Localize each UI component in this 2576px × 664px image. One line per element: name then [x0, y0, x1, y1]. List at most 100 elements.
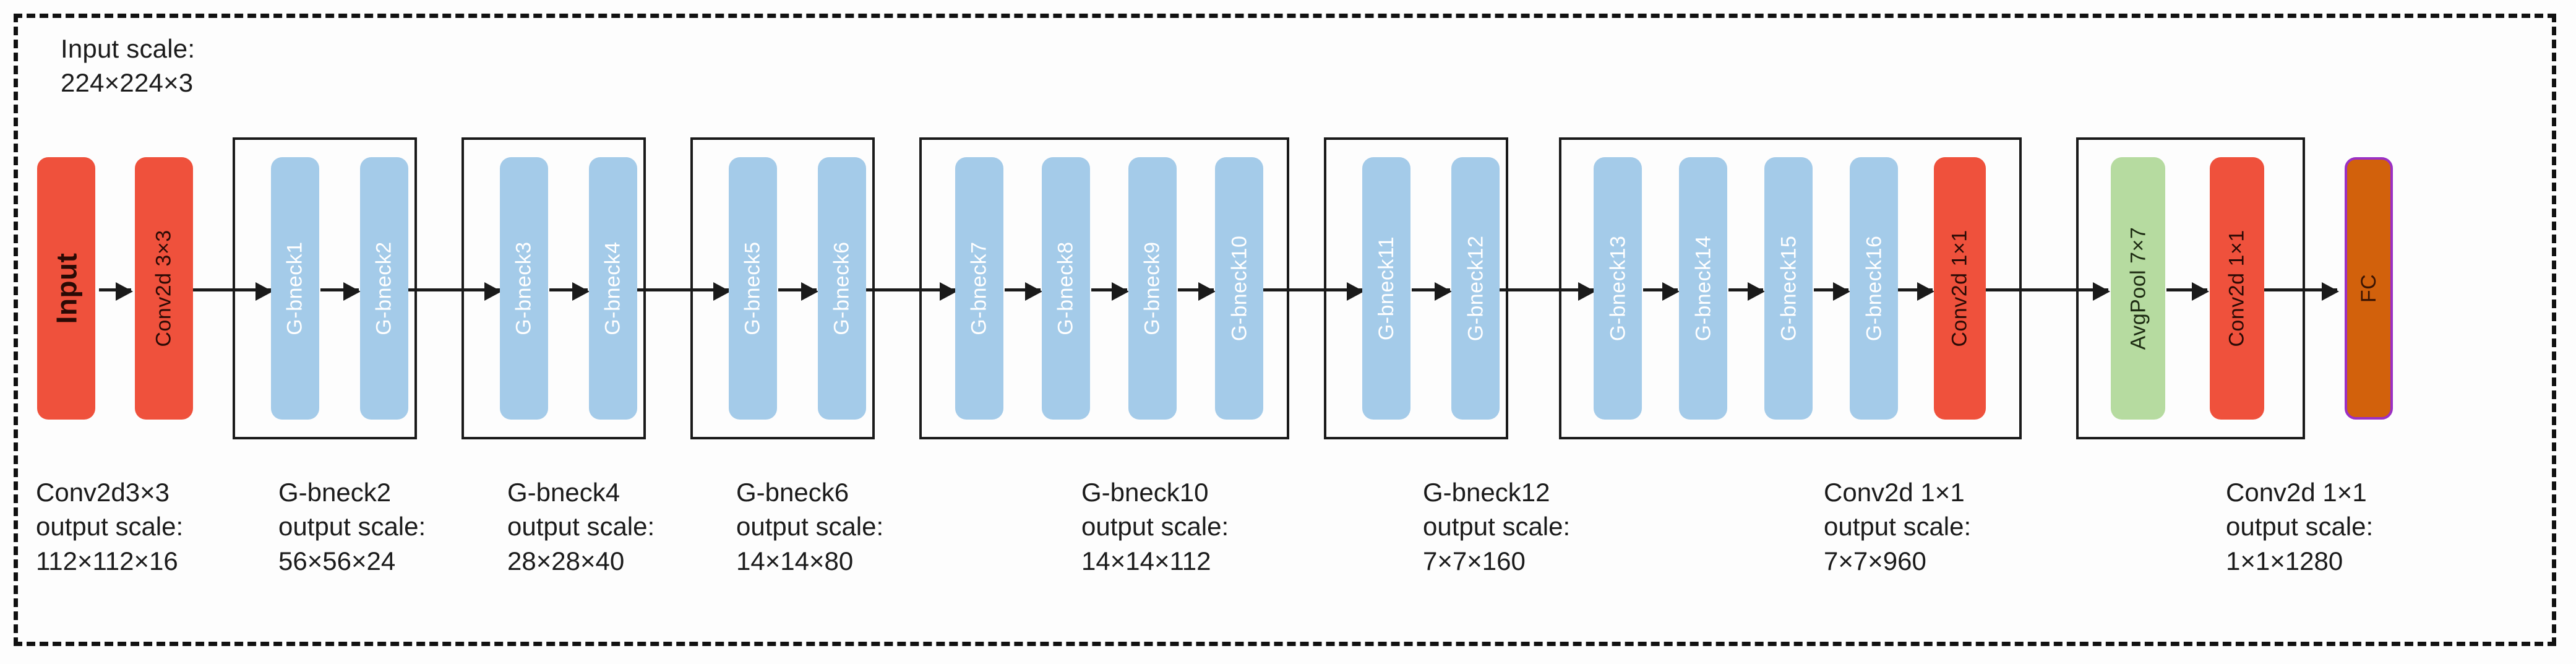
- block-gbneck16-label: G-bneck16: [1862, 235, 1886, 342]
- block-gbneck10[interactable]: G-bneck10: [1215, 157, 1263, 420]
- caption-gbneck6: G-bneck6 output scale: 14×14×80: [736, 475, 883, 578]
- block-gbneck13-label: G-bneck13: [1606, 235, 1630, 342]
- caption-gbneck10-scale-label: output scale:: [1081, 512, 1229, 541]
- link-group6-to-group7: [1986, 288, 2076, 291]
- caption-conv2d1x1-stage6-name: Conv2d 1×1: [1824, 478, 1965, 507]
- caption-conv2d1x1-stage6-scale-label: output scale:: [1824, 512, 1972, 541]
- block-gbneck8-label: G-bneck8: [1054, 241, 1078, 335]
- block-gbneck2-label: G-bneck2: [372, 241, 396, 335]
- block-gbneck2[interactable]: G-bneck2: [360, 157, 408, 420]
- block-conv2d-3x3-label: Conv2d 3×3: [152, 230, 176, 347]
- block-gbneck11-label: G-bneck11: [1375, 236, 1399, 341]
- block-gbneck6[interactable]: G-bneck6: [818, 157, 866, 420]
- caption-gbneck12-scale-label: output scale:: [1423, 512, 1571, 541]
- block-gbneck14-label: G-bneck14: [1691, 235, 1715, 342]
- block-conv2d-1x1-stage6-label: Conv2d 1×1: [1948, 230, 1972, 347]
- caption-conv2d1x1-stage6-scale: 7×7×960: [1824, 546, 1926, 576]
- caption-conv2d1x1-head: Conv2d 1×1 output scale: 1×1×1280: [2226, 475, 2373, 578]
- caption-gbneck4-scale-label: output scale:: [507, 512, 655, 541]
- link-group2-to-group3: [637, 288, 690, 291]
- caption-gbneck12-name: G-bneck12: [1423, 478, 1550, 507]
- block-gbneck9[interactable]: G-bneck9: [1128, 157, 1177, 420]
- outer-dashed-frame: [14, 14, 2556, 646]
- caption-gbneck10: G-bneck10 output scale: 14×14×112: [1081, 475, 1229, 578]
- block-gbneck3-label: G-bneck3: [512, 241, 536, 335]
- input-scale-caption: Input scale: 224×224×3: [61, 32, 195, 100]
- block-gbneck12[interactable]: G-bneck12: [1451, 157, 1500, 420]
- block-conv2d-1x1-stage6[interactable]: Conv2d 1×1: [1934, 157, 1986, 420]
- block-gbneck4-label: G-bneck4: [601, 241, 625, 335]
- block-gbneck12-label: G-bneck12: [1464, 235, 1488, 342]
- link-group3-to-group4: [866, 288, 919, 291]
- arrow-avgpool-to-conv3: [2166, 282, 2209, 301]
- arrow-into-gbneck5: [690, 282, 731, 301]
- block-input[interactable]: Input: [37, 157, 95, 420]
- arrow-input-to-conv1: [99, 282, 133, 301]
- link-group5-to-group6: [1500, 288, 1559, 291]
- caption-gbneck2-name: G-bneck2: [278, 478, 392, 507]
- arrow-conv3-to-fc: [2264, 282, 2339, 301]
- block-avgpool-7x7-label: AvgPool 7×7: [2126, 226, 2150, 350]
- block-gbneck14[interactable]: G-bneck14: [1679, 157, 1727, 420]
- block-fc[interactable]: FC: [2345, 157, 2393, 420]
- arrow-gbneck8-to-gbneck9: [1091, 282, 1129, 301]
- block-gbneck5[interactable]: G-bneck5: [729, 157, 777, 420]
- caption-gbneck6-scale-label: output scale:: [736, 512, 884, 541]
- block-conv2d-3x3[interactable]: Conv2d 3×3: [135, 157, 193, 420]
- block-gbneck16[interactable]: G-bneck16: [1850, 157, 1898, 420]
- block-gbneck11[interactable]: G-bneck11: [1362, 157, 1410, 420]
- caption-conv2d3x3-scale-label: output scale:: [36, 512, 184, 541]
- caption-gbneck2-scale: 56×56×24: [278, 546, 396, 576]
- arrow-into-gbneck7: [919, 282, 957, 301]
- block-gbneck8[interactable]: G-bneck8: [1042, 157, 1090, 420]
- caption-conv2d1x1-head-scale-label: output scale:: [2226, 512, 2374, 541]
- caption-gbneck6-name: G-bneck6: [736, 478, 849, 507]
- block-gbneck4[interactable]: G-bneck4: [589, 157, 637, 420]
- arrow-gbneck5-to-gbneck6: [778, 282, 818, 301]
- arrow-into-gbneck1: [233, 282, 273, 301]
- block-gbneck13[interactable]: G-bneck13: [1594, 157, 1642, 420]
- block-gbneck7-label: G-bneck7: [968, 241, 991, 335]
- caption-gbneck10-name: G-bneck10: [1081, 478, 1209, 507]
- block-gbneck6-label: G-bneck6: [830, 241, 854, 335]
- arrow-gbneck9-to-gbneck10: [1178, 282, 1216, 301]
- caption-gbneck10-scale: 14×14×112: [1081, 546, 1211, 576]
- network-pipeline: Input Conv2d 3×3 G-bneck1 G-bneck2 G-bne…: [37, 137, 2536, 441]
- arrow-gbneck3-to-gbneck4: [549, 282, 590, 301]
- stage-captions: Conv2d3×3 output scale: 112×112×16 G-bne…: [0, 475, 2576, 599]
- input-scale-line2: 224×224×3: [61, 67, 194, 97]
- block-avgpool-7x7[interactable]: AvgPool 7×7: [2111, 157, 2165, 420]
- block-gbneck15[interactable]: G-bneck15: [1764, 157, 1813, 420]
- block-gbneck1[interactable]: G-bneck1: [271, 157, 319, 420]
- block-gbneck1-label: G-bneck1: [283, 241, 307, 335]
- block-conv2d-1x1-head-label: Conv2d 1×1: [2225, 230, 2249, 347]
- block-conv2d-1x1-head[interactable]: Conv2d 1×1: [2210, 157, 2264, 420]
- arrow-gbneck11-to-gbneck12: [1412, 282, 1452, 301]
- block-gbneck3[interactable]: G-bneck3: [500, 157, 548, 420]
- caption-conv2d1x1-stage6: Conv2d 1×1 output scale: 7×7×960: [1824, 475, 1971, 578]
- arrow-gbneck14-to-gbneck15: [1728, 282, 1765, 301]
- link-group4-to-group5: [1263, 288, 1324, 291]
- caption-gbneck12-scale: 7×7×160: [1423, 546, 1526, 576]
- caption-conv2d3x3-scale: 112×112×16: [36, 546, 178, 576]
- caption-conv2d1x1-head-name: Conv2d 1×1: [2226, 478, 2367, 507]
- caption-conv2d3x3: Conv2d3×3 output scale: 112×112×16: [36, 475, 183, 578]
- caption-gbneck4-name: G-bneck4: [507, 478, 620, 507]
- block-gbneck15-label: G-bneck15: [1777, 235, 1801, 342]
- arrow-gbneck16-to-conv2: [1898, 282, 1934, 301]
- block-gbneck7[interactable]: G-bneck7: [955, 157, 1003, 420]
- arrow-into-gbneck11: [1324, 282, 1364, 301]
- caption-gbneck2: G-bneck2 output scale: 56×56×24: [278, 475, 426, 578]
- caption-gbneck12: G-bneck12 output scale: 7×7×160: [1423, 475, 1570, 578]
- arrow-gbneck15-to-gbneck16: [1814, 282, 1850, 301]
- arrow-into-gbneck3: [462, 282, 502, 301]
- block-fc-label: FC: [2356, 274, 2381, 303]
- caption-gbneck4: G-bneck4 output scale: 28×28×40: [507, 475, 655, 578]
- arrow-gbneck1-to-gbneck2: [320, 282, 361, 301]
- caption-conv2d3x3-name: Conv2d3×3: [36, 478, 170, 507]
- arrow-gbneck7-to-gbneck8: [1005, 282, 1042, 301]
- arrow-gbneck13-to-gbneck14: [1643, 282, 1680, 301]
- caption-gbneck2-scale-label: output scale:: [278, 512, 426, 541]
- arrow-into-gbneck13: [1559, 282, 1595, 301]
